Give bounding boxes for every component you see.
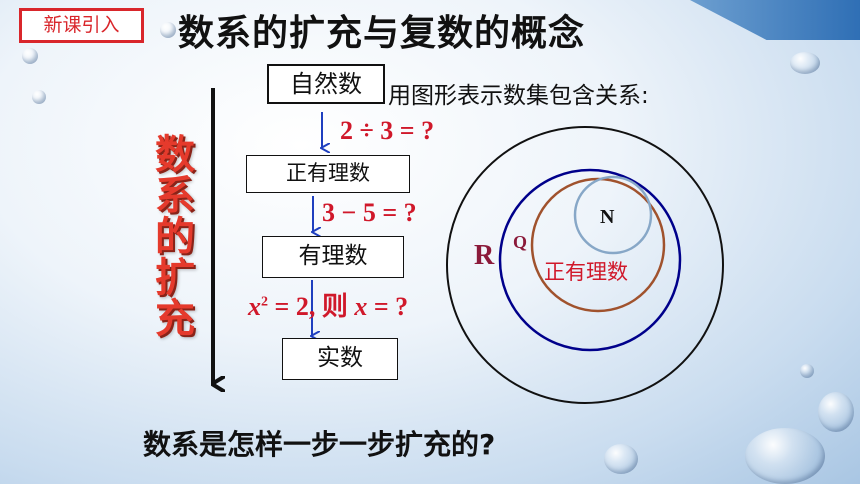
label-R: R — [474, 240, 495, 271]
venn-description: 用图形表示数集包含关系: — [388, 83, 649, 109]
box-positive-rationals: 正有理数 — [246, 155, 410, 193]
circle-rationals — [498, 168, 682, 352]
label-N: N — [600, 206, 615, 228]
question-division: 2 ÷ 3 = ? — [340, 116, 435, 145]
circle-naturals — [573, 175, 653, 255]
equation-end: = ? — [367, 292, 409, 321]
side-title-char: 数 — [155, 132, 195, 178]
droplet-decoration — [32, 90, 46, 104]
box-natural-numbers: 自然数 — [267, 64, 385, 104]
footer-question: 数系是怎样一步一步扩充的? — [143, 428, 496, 461]
page-title: 数系的扩充与复数的概念 — [178, 13, 586, 54]
variable-x: x — [248, 292, 261, 321]
side-title-char: 的 — [155, 214, 195, 260]
variable-x: x — [354, 292, 368, 321]
question-subtraction: 3 − 5 = ? — [322, 198, 417, 227]
exponent: 2 — [261, 294, 268, 310]
side-title-char: 扩 — [155, 255, 195, 301]
question-square-root: x2 = 2, 则 x = ? — [248, 286, 408, 323]
venn-diagram — [446, 126, 724, 404]
droplet-decoration — [790, 52, 820, 74]
circle-positive-rationals — [530, 177, 666, 313]
side-title-char: 系 — [155, 173, 195, 219]
side-title: 数 系 的 扩 充 — [150, 135, 200, 340]
droplet-decoration — [160, 22, 176, 38]
box-rationals: 有理数 — [262, 236, 404, 278]
droplet-decoration — [818, 392, 854, 432]
label-positive-rationals: 正有理数 — [544, 260, 628, 284]
equation-middle: = 2, 则 — [268, 292, 355, 321]
circle-reals — [446, 126, 724, 404]
droplet-decoration — [800, 364, 814, 378]
droplet-decoration — [22, 48, 38, 64]
side-title-char: 充 — [155, 296, 195, 342]
lesson-badge: 新课引入 — [19, 8, 144, 43]
label-Q: Q — [513, 232, 528, 252]
droplet-decoration — [745, 428, 825, 484]
droplet-decoration — [604, 444, 638, 474]
box-reals: 实数 — [282, 338, 398, 380]
